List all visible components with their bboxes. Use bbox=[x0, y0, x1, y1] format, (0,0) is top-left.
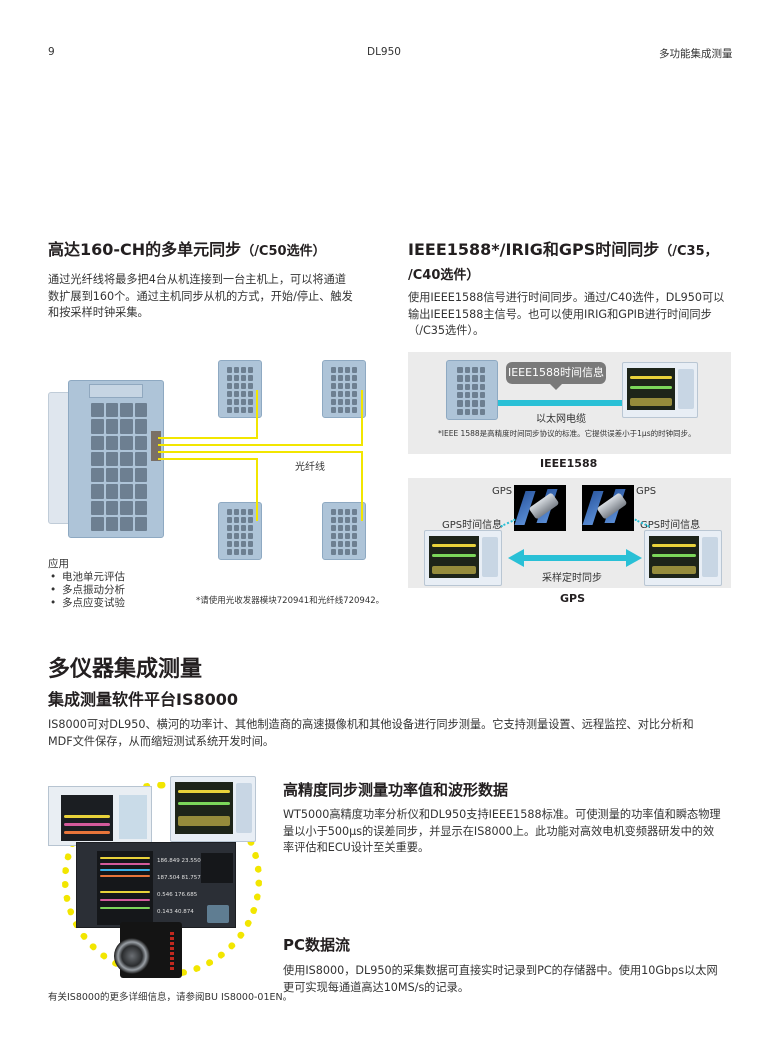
gps-caption: GPS bbox=[560, 592, 586, 605]
slave-unit-1 bbox=[218, 360, 262, 418]
application-item: 多点振动分析 bbox=[48, 584, 125, 597]
is8000-software-window: 186.849 23.550 187.504 81.757 0.546 176.… bbox=[76, 842, 236, 928]
fiber-label: 光纤线 bbox=[295, 462, 325, 473]
body-line: 通过光纤线将最多把4台从机连接到一台主机上，可以将通道 bbox=[48, 273, 346, 286]
main-unit-body bbox=[68, 380, 164, 538]
ethernet-cable-label: 以太网电缆 bbox=[536, 414, 586, 425]
is8000-image-caption: 有关IS8000的更多详细信息，请参阅BU IS8000-01EN。 bbox=[48, 992, 293, 1003]
product-name: DL950 bbox=[367, 46, 401, 58]
section-name: 多功能集成测量 bbox=[659, 48, 733, 60]
gps-satellite-right bbox=[582, 485, 634, 531]
slave-unit-4 bbox=[322, 502, 366, 560]
ieee1588-diagram: IEEE1588时间信息 以太网电缆 *IEEE 1588是高精度时间同步协议的… bbox=[408, 352, 731, 454]
ieee1588-note: *IEEE 1588是高精度时间同步协议的标准。它提供误差小于1μs的时钟同步。 bbox=[438, 429, 696, 438]
feature-body-pc-streaming: 使用IS8000，DL950的采集数据可直接实时记录到PC的存储器中。使用10G… bbox=[283, 963, 743, 996]
main-unit-image bbox=[48, 380, 176, 540]
body-line: 使用IEEE1588信号进行时间同步。通过/C40选件，DL950可以 bbox=[408, 291, 725, 304]
gps-right-label: GPS bbox=[636, 486, 657, 497]
time-sync-option-line1: （/C35， bbox=[659, 244, 718, 259]
body-line: 输出IEEE1588主信号。也可以使用IRIG和GPIB进行时间同步 bbox=[408, 307, 712, 321]
application-item: 多点应变试验 bbox=[48, 597, 125, 610]
gps-satellite-left bbox=[514, 485, 566, 531]
multi-unit-sync-option: （/C50选件） bbox=[241, 244, 326, 259]
multi-unit-sync-body: 通过光纤线将最多把4台从机连接到一台主机上，可以将通道 数扩展到160个。通过主… bbox=[48, 272, 388, 322]
multi-unit-sync-title: 高达160-CH的多单元同步 bbox=[48, 240, 242, 259]
body-line: 率评估和ECU设计至关重要。 bbox=[283, 841, 430, 854]
fiber-line-3-v bbox=[361, 451, 363, 521]
fiber-line-2-h bbox=[158, 444, 363, 446]
fiber-line-1-h bbox=[158, 437, 258, 439]
body-line: 数扩展到160个。通过主机同步从机的方式，开始/停止、触发 bbox=[48, 289, 353, 303]
main-unit-connector-grid bbox=[91, 403, 147, 531]
slave-unit-2 bbox=[322, 360, 366, 418]
gps-left-label: GPS bbox=[492, 486, 513, 497]
ieee1588-bubble: IEEE1588时间信息 bbox=[506, 362, 606, 390]
fiber-line-4-v bbox=[256, 458, 258, 521]
body-line: IS8000可对DL950、横河的功率计、其他制造商的高速摄像机和其他设备进行同… bbox=[48, 718, 694, 731]
main-unit-side-panel bbox=[48, 392, 70, 524]
time-sync-heading: IEEE1588*/IRIG和GPS时间同步（/C35， /C40选件） bbox=[408, 239, 718, 287]
time-sync-title-line1: IEEE1588*/IRIG和GPS时间同步 bbox=[408, 240, 660, 259]
oscilloscope bbox=[622, 362, 698, 418]
dl950-unit bbox=[446, 360, 498, 420]
ethernet-cable bbox=[498, 400, 628, 406]
fiber-line-4-h bbox=[158, 458, 258, 460]
main-unit-handle bbox=[89, 384, 143, 398]
time-sync-title-line2: /C40选件） bbox=[408, 268, 480, 283]
high-speed-camera bbox=[114, 922, 182, 978]
sync-label: 采样定时同步 bbox=[542, 573, 602, 584]
page-number: 9 bbox=[48, 46, 55, 58]
feature-body-power-sync: WT5000高精度功率分析仪和DL950支持IEEE1588标准。可使测量的功率… bbox=[283, 807, 743, 857]
fiber-footnote: *请使用光收发器模块720941和光纤线720942。 bbox=[196, 596, 385, 606]
time-sync-body: 使用IEEE1588信号进行时间同步。通过/C40选件，DL950可以 输出IE… bbox=[408, 290, 748, 340]
ieee1588-caption: IEEE1588 bbox=[540, 457, 598, 470]
gps-diagram: GPS GPS GPS时间信息 GPS时间信息 采样定时同步 bbox=[408, 478, 731, 588]
gps-info-right-label: GPS时间信息 bbox=[640, 520, 701, 531]
applications-heading: 应用 bbox=[48, 558, 69, 570]
is8000-system-image: 186.849 23.550 187.504 81.757 0.546 176.… bbox=[48, 772, 278, 984]
oscilloscope-left bbox=[424, 530, 502, 586]
wt5000-power-analyzer bbox=[48, 786, 152, 846]
oscilloscope-right bbox=[644, 530, 722, 586]
body-line: 量以小于500μs的误差同步，并显示在IS8000上。此功能对高效电机变频器研发… bbox=[283, 824, 715, 838]
body-line: （/C35选件）。 bbox=[408, 324, 485, 337]
fiber-line-2-v bbox=[361, 390, 363, 446]
feature-title-power-sync: 高精度同步测量功率值和波形数据 bbox=[283, 781, 509, 799]
body-line: WT5000高精度功率分析仪和DL950支持IEEE1588标准。可使测量的功率… bbox=[283, 808, 721, 821]
applications-list: 电池单元评估 多点振动分析 多点应变试验 bbox=[48, 571, 125, 610]
software-readouts: 186.849 23.550 187.504 81.757 0.546 176.… bbox=[157, 858, 201, 915]
fiber-line-1-v bbox=[256, 390, 258, 439]
body-line: MDF文件保存，从而缩短测试系统开发时间。 bbox=[48, 734, 275, 748]
sync-double-arrow bbox=[508, 549, 642, 567]
application-item: 电池单元评估 bbox=[48, 571, 125, 584]
feature-title-pc-streaming: PC数据流 bbox=[283, 936, 351, 954]
body-line: 使用IS8000，DL950的采集数据可直接实时记录到PC的存储器中。使用10G… bbox=[283, 964, 718, 977]
multi-instrument-intro: IS8000可对DL950、横河的功率计、其他制造商的高速摄像机和其他设备进行同… bbox=[48, 717, 748, 750]
multi-instrument-subtitle: 集成测量软件平台IS8000 bbox=[48, 690, 239, 709]
slave-unit-3 bbox=[218, 502, 262, 560]
dl950-oscilloscope bbox=[170, 776, 256, 842]
body-line: 更可实现每通道高达10MS/s的记录。 bbox=[283, 980, 470, 994]
multi-instrument-title: 多仪器集成测量 bbox=[48, 657, 203, 682]
fiber-port-block bbox=[151, 431, 161, 461]
multi-unit-sync-heading: 高达160-CH的多单元同步（/C50选件） bbox=[48, 239, 326, 263]
body-line: 和按采样时钟采集。 bbox=[48, 306, 149, 319]
fiber-line-3-h bbox=[158, 451, 363, 453]
gps-info-left-label: GPS时间信息 bbox=[442, 520, 503, 531]
